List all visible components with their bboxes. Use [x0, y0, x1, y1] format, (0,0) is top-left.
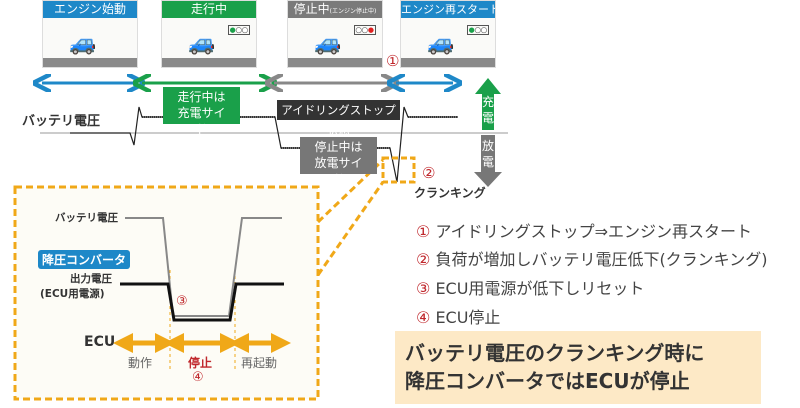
marker-1: ①	[386, 52, 400, 70]
cranking-label: クランキング	[414, 186, 486, 200]
output-voltage-label: 出力電圧	[70, 273, 112, 285]
phase-panel-start: エンジン始動 🚙	[42, 0, 138, 68]
inset-output-line	[120, 282, 284, 322]
ecu-power-label: (ECU用電源)	[40, 288, 105, 300]
battery-waveform	[70, 106, 458, 183]
battery-voltage-label: バッテリ電圧	[22, 114, 101, 129]
car-icon: 🚙	[188, 31, 216, 56]
list-item: ② 負荷が増加しバッテリ電圧低下(クランキング)	[416, 250, 768, 269]
stopped-label: 停止	[188, 356, 213, 370]
charge-side-box: 走行中は充電サイド	[163, 87, 240, 136]
marker-2: ②	[422, 164, 436, 182]
list-item: ③ ECU用電源が低下しリセット	[416, 279, 645, 298]
car-icon: 🚙	[427, 31, 455, 56]
traffic-light-green-icon: ●●●	[227, 25, 250, 35]
inset-battery-line	[125, 217, 282, 317]
car-icon: 🚙	[69, 31, 97, 56]
car-icon: 🚙	[314, 31, 342, 56]
phase-title: エンジン始動	[43, 1, 137, 18]
phase-title: 停止中(エンジン停止中)	[288, 1, 382, 18]
idle-stop-box: アイドリングストップ状態	[277, 100, 400, 137]
phase-panel-restart: エンジン再スタート ●●● 🚙	[400, 0, 496, 68]
phase-title: 走行中	[162, 1, 256, 18]
conclusion-line: バッテリ電圧のクランキング時に	[405, 341, 705, 365]
conclusion-box: バッテリ電圧のクランキング時に 降圧コンバータではECUが停止	[395, 331, 761, 404]
discharge-label: 放電	[482, 139, 495, 169]
converter-badge: 降圧コンバータ	[38, 250, 131, 269]
list-item: ④ ECU停止	[416, 308, 501, 327]
marker-3: ③	[176, 294, 188, 309]
phase-panel-stopped: 停止中(エンジン停止中) ●●● 🚙	[287, 0, 383, 68]
list-item: ① アイドリングストップ⇒エンジン再スタート	[416, 222, 753, 241]
phase-panel-driving: 走行中 ●●● 🚙	[161, 0, 257, 68]
conclusion-line: 降圧コンバータではECUが停止	[405, 369, 690, 393]
running-label: 動作	[128, 356, 153, 370]
charge-label: 充電	[482, 95, 495, 125]
discharge-side-box: 停止中は放電サイド	[300, 137, 377, 186]
ecu-label: ECU	[84, 334, 116, 350]
restart-label: 再起動	[241, 356, 278, 370]
phase-title: エンジン再スタート	[401, 1, 495, 18]
traffic-light-green-icon: ●●●	[466, 25, 489, 35]
marker-4: ④	[192, 370, 204, 385]
traffic-light-red-icon: ●●●	[353, 25, 376, 35]
inset-battery-label: バッテリ電圧	[55, 212, 118, 224]
